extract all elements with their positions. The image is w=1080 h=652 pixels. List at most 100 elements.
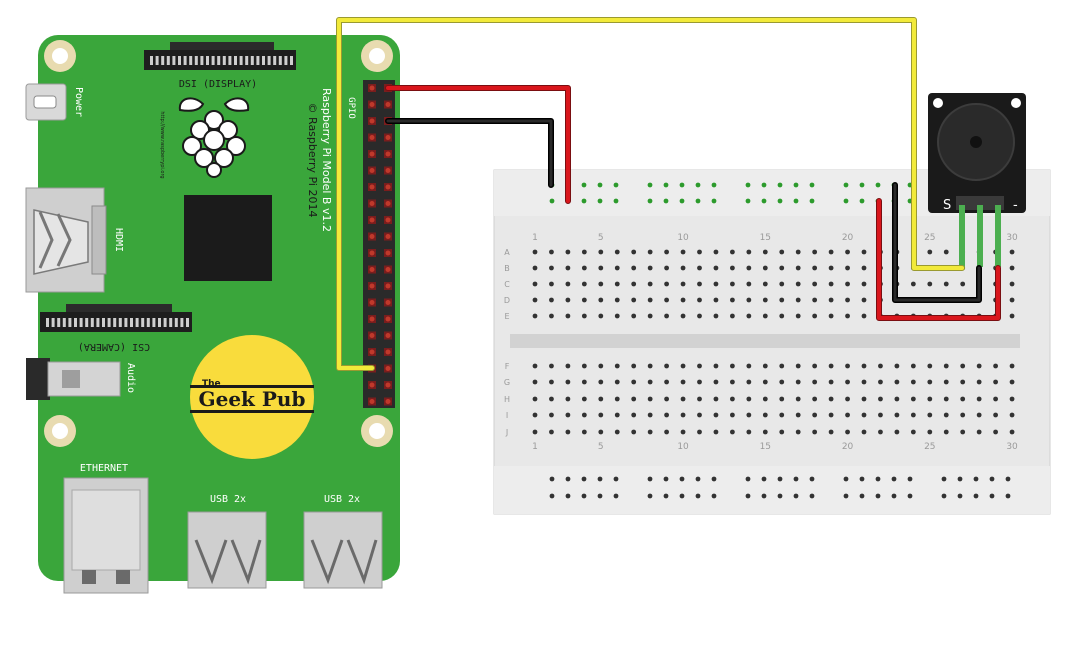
breadboard-hole: [713, 379, 719, 385]
breadboard-hole: [777, 476, 783, 482]
breadboard-hole: [943, 249, 949, 255]
connector-pin: [234, 56, 237, 65]
breadboard-hole: [779, 396, 785, 402]
breadboard-hole: [532, 313, 538, 319]
breadboard-hole: [663, 476, 669, 482]
breadboard-hole: [565, 412, 571, 418]
buzzer-pins: [959, 205, 1001, 267]
connector-pin: [46, 318, 49, 327]
row-letter: E: [504, 312, 509, 321]
breadboard-hole: [565, 476, 571, 482]
breadboard-hole: [894, 412, 900, 418]
breadboard-hole: [894, 429, 900, 435]
breadboard-hole: [859, 182, 865, 188]
breadboard-hole: [793, 198, 799, 204]
breadboard-hole: [828, 429, 834, 435]
breadboard-hole: [943, 396, 949, 402]
breadboard-hole: [793, 182, 799, 188]
connector-pin: [161, 56, 165, 65]
breadboard-hole: [680, 297, 686, 303]
breadboard-hole: [861, 429, 867, 435]
breadboard-hole: [746, 429, 752, 435]
breadboard-hole: [680, 429, 686, 435]
breadboard-hole: [795, 297, 801, 303]
breadboard-hole: [614, 412, 620, 418]
breadboard-hole: [1005, 476, 1011, 482]
breadboard-hole: [680, 313, 686, 319]
connector-pin: [51, 318, 55, 327]
breadboard-hole: [845, 249, 850, 255]
breadboard-hole: [631, 265, 637, 271]
breadboard-hole: [647, 182, 653, 188]
breadboard-hole: [549, 379, 554, 385]
breadboard-hole: [697, 412, 702, 418]
connector-pin: [174, 318, 178, 327]
breadboard-hole: [532, 429, 538, 435]
breadboard-hole: [730, 412, 735, 418]
breadboard-hole: [910, 281, 916, 287]
row-letter: B: [504, 264, 510, 273]
breadboard-hole: [875, 493, 881, 499]
breadboard-hole: [878, 429, 883, 435]
breadboard-hole: [614, 297, 620, 303]
model-label: Raspberry Pi Model B v1.2: [320, 88, 333, 232]
breadboard-hole: [779, 281, 785, 287]
connector-pin: [206, 56, 209, 65]
csi-label: CSI (CAMERA): [78, 341, 150, 352]
breadboard-hole: [713, 297, 719, 303]
breadboard-hole: [613, 476, 619, 482]
breadboard-hole: [1009, 281, 1015, 287]
column-number: 5: [598, 233, 604, 243]
column-number: 25: [924, 442, 935, 452]
breadboard-hole: [581, 198, 587, 204]
breadboard-hole: [828, 297, 834, 303]
breadboard-hole: [598, 297, 604, 303]
breadboard-hole: [647, 363, 653, 369]
breadboard-hole: [581, 265, 587, 271]
breadboard-hole: [695, 198, 701, 204]
breadboard-hole: [597, 476, 603, 482]
breadboard-hole: [910, 429, 916, 435]
breadboard-hole: [762, 396, 768, 402]
row-letter: D: [504, 296, 510, 305]
breadboard-hole: [581, 412, 587, 418]
breadboard-hole: [713, 396, 719, 402]
connector-pin: [124, 318, 128, 327]
breadboard-hole: [745, 198, 751, 204]
breadboard-hole: [581, 396, 587, 402]
breadboard-hole: [679, 198, 685, 204]
breadboard-hole: [861, 313, 867, 319]
breadboard-hole: [695, 476, 701, 482]
connector-pin: [163, 318, 167, 327]
audio-label: Audio: [125, 363, 136, 393]
breadboard-hole: [861, 249, 867, 255]
breadboard-hole: [631, 313, 637, 319]
breadboard-hole: [631, 429, 637, 435]
logo-small-text: The: [202, 379, 221, 389]
breadboard-hole: [730, 281, 735, 287]
wires: [336, 17, 1001, 371]
breadboard-hole: [697, 281, 702, 287]
connector-pin: [284, 56, 288, 65]
breadboard-hole: [746, 379, 752, 385]
usb-port-left: USB 2x: [187, 494, 267, 589]
breadboard-hole: [927, 363, 933, 369]
breadboard-hole: [762, 265, 768, 271]
breadboard-hole: [861, 265, 867, 271]
breadboard-hole: [828, 281, 834, 287]
breadboard-hole: [664, 412, 669, 418]
column-number: 5: [598, 442, 604, 452]
connector-pin: [102, 318, 105, 327]
breadboard-hole: [697, 379, 702, 385]
breadboard-hole: [976, 429, 982, 435]
breadboard-hole: [861, 396, 867, 402]
breadboard-hole: [713, 265, 719, 271]
breadboard-hole: [809, 198, 815, 204]
breadboard-hole: [793, 493, 799, 499]
mounting-holes: [44, 40, 393, 447]
usb-port-right: USB 2x: [303, 494, 383, 589]
breadboard-hole: [680, 265, 686, 271]
breadboard-hole: [1009, 429, 1015, 435]
breadboard-hole: [549, 313, 554, 319]
breadboard-hole: [613, 198, 619, 204]
